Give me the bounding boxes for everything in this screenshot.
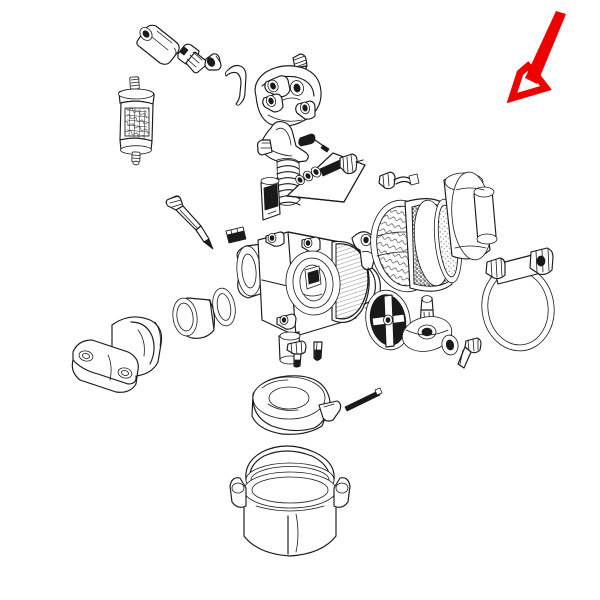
part-banjo-bolt (177, 43, 208, 74)
part-filter-clip (378, 171, 420, 190)
part-o-ring (212, 287, 236, 327)
part-flat-washer (441, 334, 459, 356)
part-retaining-screw (457, 337, 482, 369)
part-mixture-screw (165, 195, 214, 250)
part-slide-valve (260, 177, 281, 221)
part-choke-shaft (401, 295, 453, 352)
part-hose-clamp (481, 247, 555, 352)
part-air-filter-housing (443, 171, 498, 261)
part-sealing-nut (204, 53, 222, 71)
part-carb-top-cover (254, 65, 322, 127)
part-butterfly-plate (365, 289, 411, 351)
part-float-bowl (229, 471, 351, 557)
part-rubber-boot (172, 297, 216, 339)
part-float-pin (344, 387, 383, 412)
part-body-screw-left (286, 340, 307, 368)
part-small-linkage-pin (298, 133, 330, 153)
red-pointer-arrow (506, 11, 566, 104)
part-fuel-fitting (136, 24, 180, 65)
part-jet-needle-kit (286, 152, 366, 203)
part-throttle-lever (256, 121, 309, 164)
part-fuel-hose (224, 64, 247, 106)
part-fuel-filter (118, 76, 155, 166)
part-intake-manifold (71, 316, 163, 393)
part-main-jet (225, 226, 247, 244)
part-float (251, 375, 342, 435)
part-body-pin (313, 341, 323, 361)
